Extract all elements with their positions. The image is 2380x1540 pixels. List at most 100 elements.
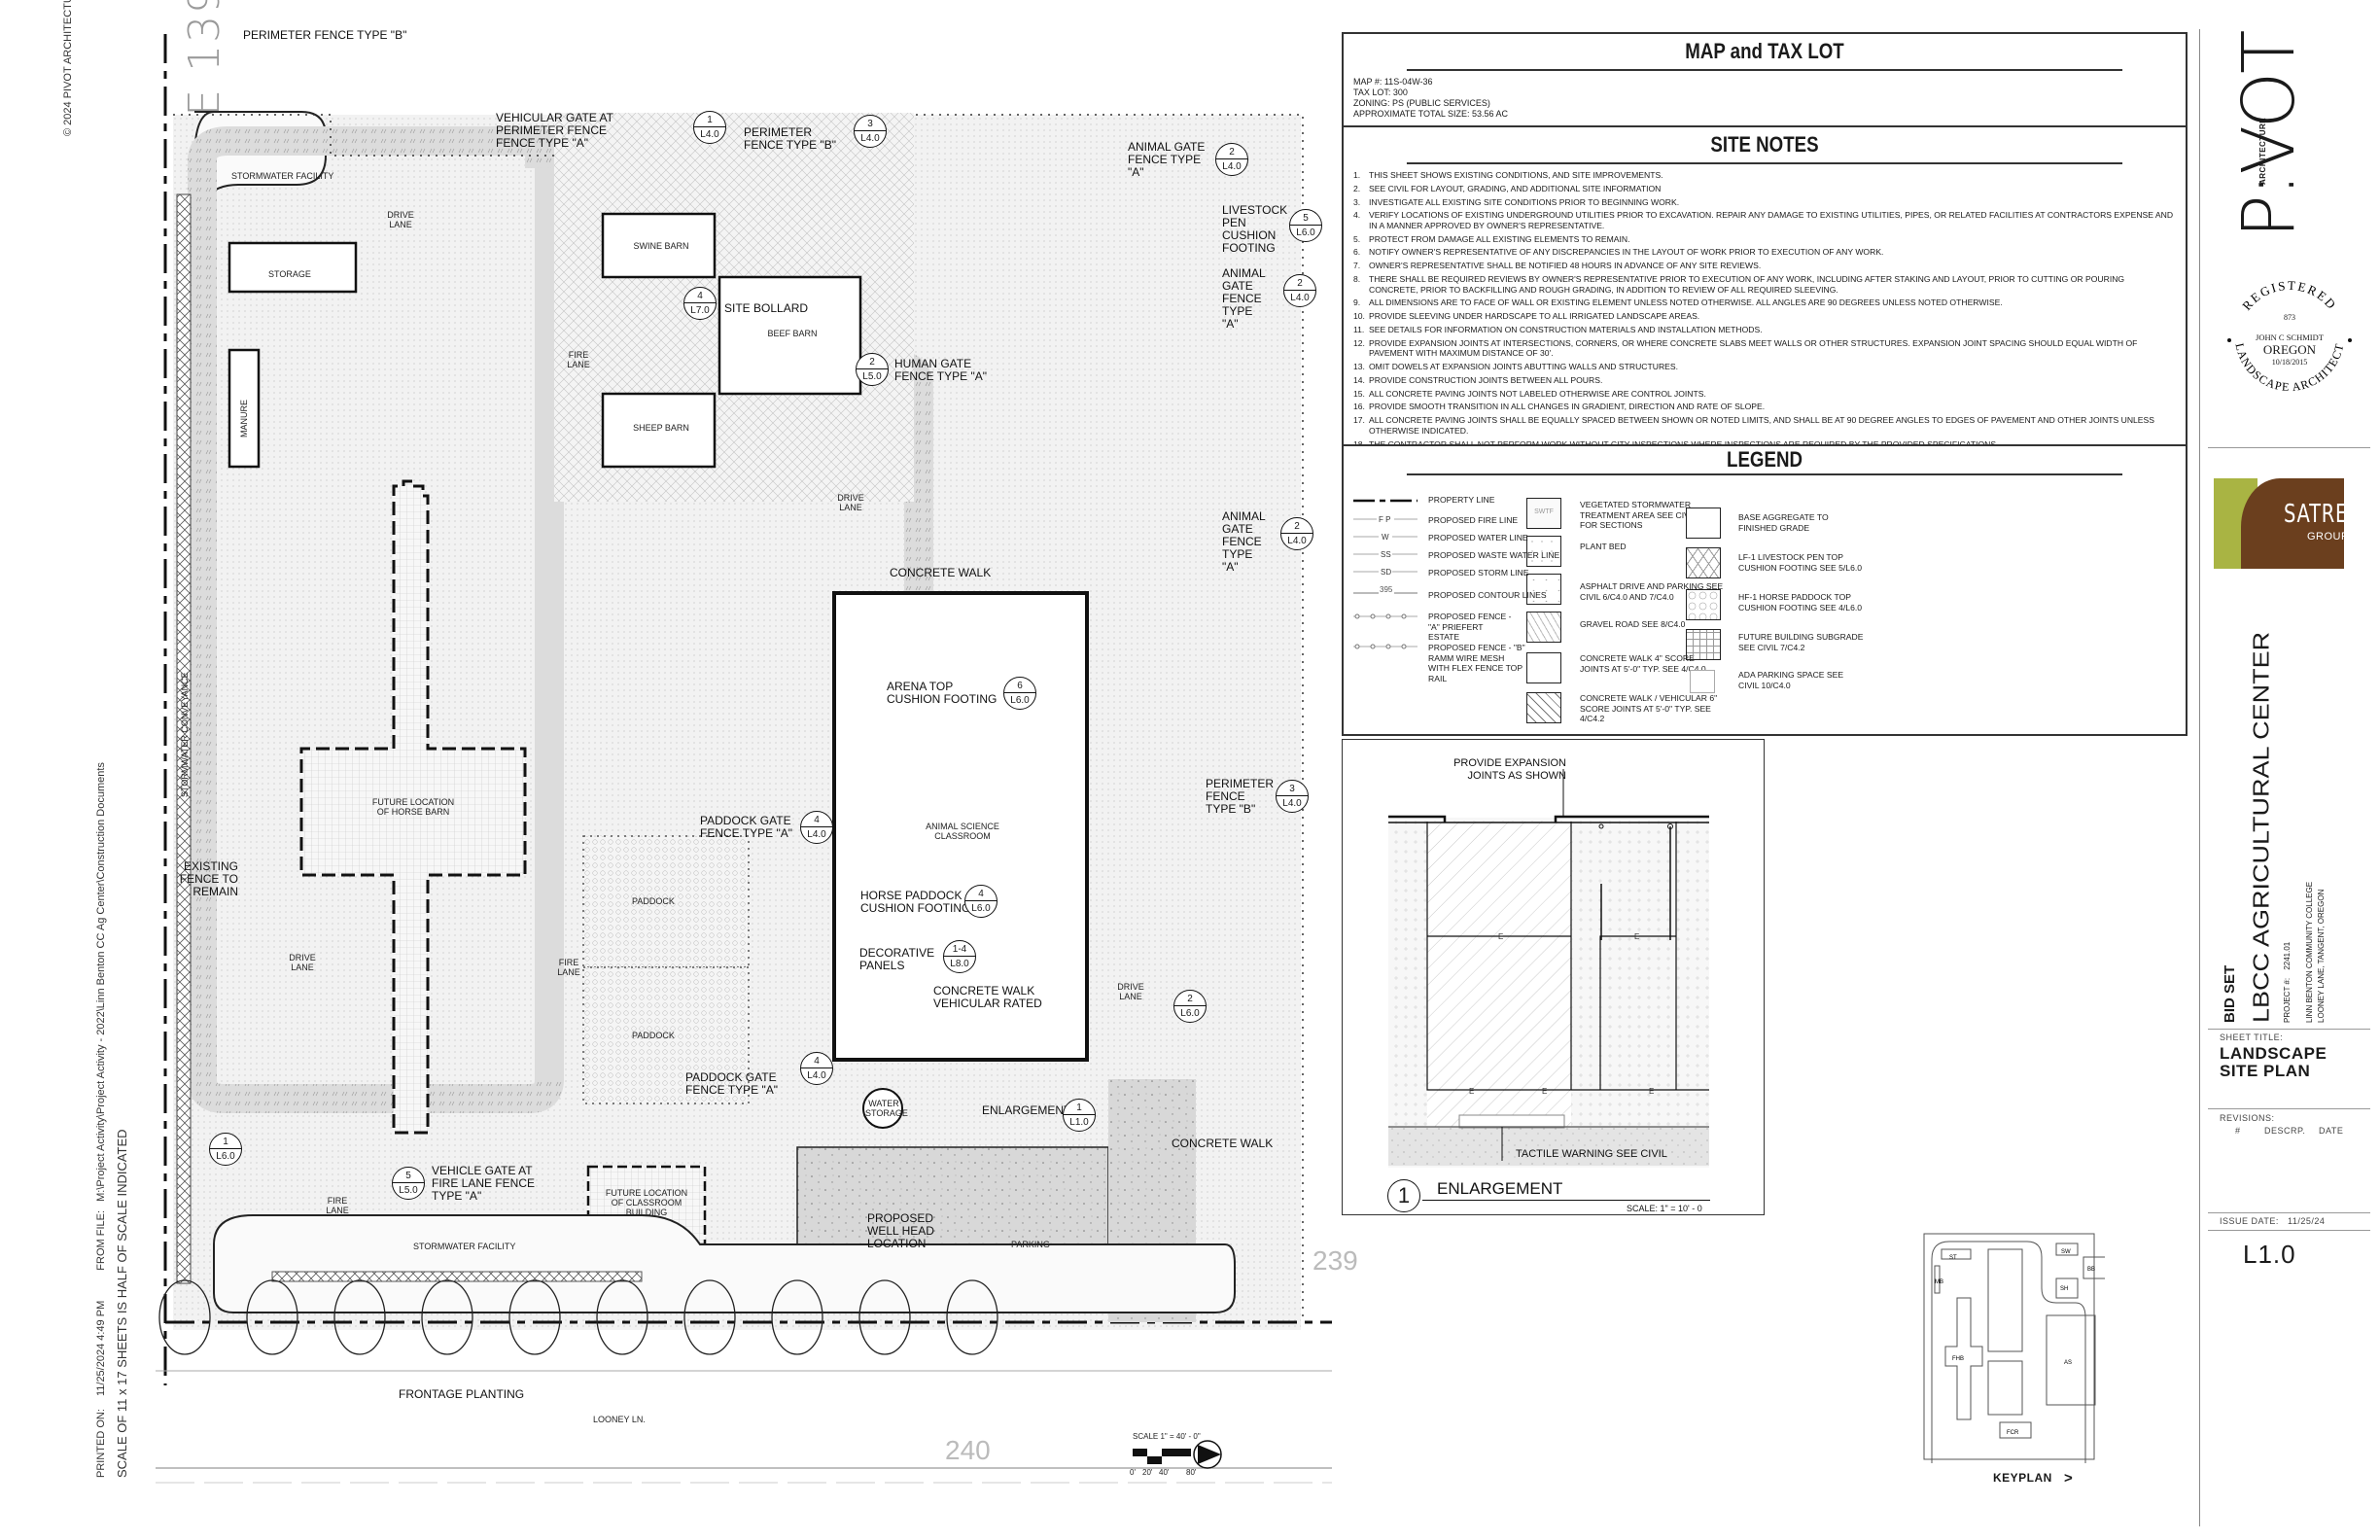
swatch-future-building — [1686, 629, 1721, 660]
legend-concrete-vehicular: CONCRETE WALK / VEHICULAR 6" SCORE JOINT… — [1580, 693, 1718, 723]
pivot-logo: P:VOT — [2227, 31, 2311, 238]
site-note-item: 17.ALL CONCRETE PAVING JOINTS SHALL BE E… — [1353, 415, 2176, 436]
site-notes-list: 1.THIS SHEET SHOWS EXISTING CONDITIONS, … — [1344, 164, 2186, 458]
site-note-item: 11.SEE DETAILS FOR INFORMATION ON CONSTR… — [1353, 325, 2176, 335]
sheep-barn: SHEEP BARN — [633, 423, 689, 433]
site-note-text: ALL CONCRETE PAVING JOINTS SHALL BE EQUA… — [1369, 415, 2155, 436]
site-note-item: 13.OMIT DOWELS AT EXPANSION JOINTS ABUTT… — [1353, 362, 2176, 372]
callout-perimeter-fence-1: PERIMETER FENCE TYPE "B" — [243, 28, 407, 42]
callout-vehicle-gate-fire-lane: VEHICLE GATE AT FIRE LANE FENCE TYPE "A" — [432, 1164, 536, 1203]
legend-title: LEGEND — [1406, 446, 2123, 475]
site-note-number: 8. — [1353, 274, 1361, 285]
callout-concrete-walk-vehicular: CONCRETE WALK VEHICULAR RATED — [933, 984, 1042, 1010]
project-number-label: PROJECT #: — [2283, 977, 2292, 1023]
site-note-number: 10. — [1353, 311, 1365, 322]
satre-group-logo: SATRE GROUP — [2214, 467, 2348, 569]
callout-expansion-joints: PROVIDE EXPANSION JOINTS AS SHOWN — [1453, 757, 1566, 782]
legend-livestock-pen: LF-1 LIVESTOCK PEN TOP CUSHION FOOTING S… — [1738, 552, 1863, 573]
legend-waste-water-line: PROPOSED WASTE WATER LINE — [1428, 550, 1560, 560]
enlargement-title: ENLARGEMENT — [1437, 1179, 1563, 1198]
callout-horse-paddock: HORSE PADDOCK CUSHION FOOTING — [860, 889, 971, 915]
legend-asphalt: ASPHALT DRIVE AND PARKING SEE CIVIL 6/C4… — [1580, 581, 1724, 602]
site-note-item: 7.OWNER'S REPRESENTATIVE SHALL BE NOTIFI… — [1353, 261, 2176, 271]
sheet-title-label: SHEET TITLE: — [2220, 1032, 2284, 1042]
project-number-row: PROJECT #: 2241.01 — [2283, 942, 2292, 1023]
legend-swtf: VEGETATED STORMWATER TREATMENT AREA SEE … — [1580, 500, 1717, 530]
svg-text:MB: MB — [1935, 1279, 1943, 1285]
legend-future-building: FUTURE BUILDING SUBGRADE SEE CIVIL 7/C4.… — [1738, 632, 1864, 652]
callout-animal-gate-right-2: ANIMAL GATE FENCE TYPE "A" — [1222, 509, 1266, 574]
project-address: LOONEY LANE, TANGENT, OREGON — [2317, 889, 2326, 1023]
site-note-item: 10.PROVIDE SLEEVING UNDER HARDSCAPE TO A… — [1353, 311, 2176, 322]
site-note-item: 4. VERIFY LOCATIONS OF EXISTING UNDERGROU… — [1353, 210, 2176, 230]
legend-base-aggregate: BASE AGGREGATE TO FINISHED GRADE — [1738, 512, 1829, 533]
fire-lane-2: FIRE LANE — [557, 958, 580, 977]
callout-tactile-warning: TACTILE WARNING SEE CIVIL — [1516, 1148, 1667, 1160]
manure-building: MANURE — [239, 399, 249, 438]
callout-vehicular-gate: VEHICULAR GATE AT PERIMETER FENCE FENCE … — [496, 111, 613, 150]
site-note-number: 9. — [1353, 298, 1361, 308]
scale-tick-80: 80' — [1186, 1468, 1197, 1477]
client-name: LINN BENTON COMMUNITY COLLEGE — [2305, 881, 2314, 1023]
fire-lane-1: FIRE LANE — [567, 350, 590, 369]
sheet-title-line-2: SITE PLAN — [2220, 1062, 2311, 1080]
legend-line-symbols: F P W SS SD 395 — [1353, 499, 1418, 649]
rev-col-description: DESCRP. — [2264, 1126, 2306, 1136]
legend-contour-lines: PROPOSED CONTOUR LINES — [1428, 590, 1547, 600]
svg-text:ST: ST — [1949, 1255, 1957, 1261]
swatch-gravel — [1526, 612, 1561, 643]
svg-text:REGISTERED: REGISTERED — [2239, 278, 2340, 313]
svg-text:FCR: FCR — [2007, 1430, 2019, 1436]
legend-concrete-walk: CONCRETE WALK 4" SCORE JOINTS AT 5'-0" T… — [1580, 653, 1706, 674]
sheet-number: L1.0 — [2243, 1240, 2296, 1269]
callout-frontage-planting: FRONTAGE PLANTING — [399, 1387, 525, 1401]
site-note-number: 12. — [1353, 337, 1365, 348]
swatch-plant-bed — [1526, 536, 1561, 567]
legend-property-line: PROPERTY LINE — [1428, 495, 1495, 505]
title-underline — [1422, 1200, 1710, 1201]
svg-text:SS: SS — [1381, 550, 1391, 559]
site-note-number: 4. — [1353, 210, 1361, 221]
water-storage: WATER STORAGE — [865, 1099, 908, 1118]
svg-text:AS: AS — [2064, 1360, 2072, 1366]
site-note-text: VERIFY LOCATIONS OF EXISTING UNDERGROUND… — [1369, 210, 2174, 230]
site-note-item: 6.NOTIFY OWNER'S REPRESENTATIVE OF ANY D… — [1353, 247, 2176, 258]
svg-text:SD: SD — [1381, 568, 1391, 577]
svg-text:395: 395 — [1380, 585, 1393, 594]
ada-parking-icon — [1690, 670, 1715, 693]
site-note-number: 15. — [1353, 388, 1365, 399]
map-tax-lot-info: MAP #: 11S-04W-36 TAX LOT: 300 ZONING: P… — [1344, 71, 2186, 127]
site-note-number: 1. — [1353, 170, 1361, 180]
svg-text:E: E — [1498, 932, 1503, 941]
issue-date: 11/25/24 — [2288, 1216, 2326, 1226]
zoning: ZONING: PS (PUBLIC SERVICES) — [1353, 98, 1490, 108]
svg-text:F P: F P — [1379, 515, 1390, 524]
site-note-item: 5.PROTECT FROM DAMAGE ALL EXISTING ELEME… — [1353, 234, 2176, 245]
site-note-number: 6. — [1353, 247, 1361, 258]
detail-number-bubble: 1 — [1387, 1179, 1420, 1212]
site-note-number: 2. — [1353, 183, 1361, 193]
divider — [2208, 1230, 2370, 1231]
site-note-item: 8.THERE SHALL BE REQUIRED REVIEWS BY OWN… — [1353, 274, 2176, 295]
paddock-south: PADDOCK — [632, 1031, 675, 1040]
from-file-value: M:\Project Activity\Project Activity - 2… — [95, 762, 107, 1202]
